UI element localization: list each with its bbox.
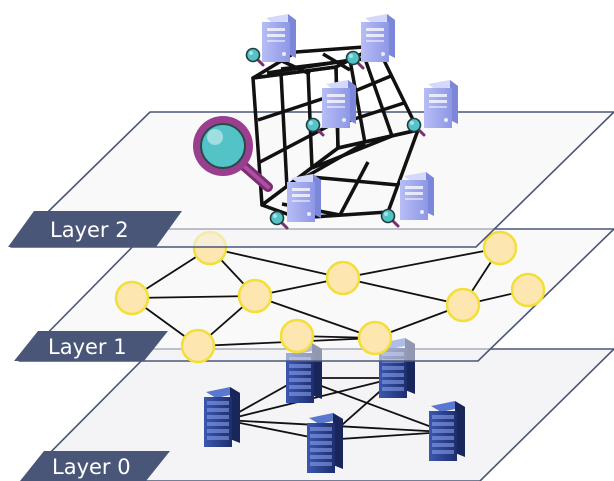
server-icon xyxy=(262,14,296,62)
network-node xyxy=(279,318,315,354)
layer-0-tag: Layer 0 xyxy=(20,451,170,481)
network-node xyxy=(180,328,216,364)
network-node xyxy=(445,287,481,323)
layer-1-label: Layer 1 xyxy=(48,335,127,359)
network-node xyxy=(237,278,273,314)
network-node xyxy=(325,260,361,296)
magnifier-badge-icon xyxy=(245,47,265,67)
network-node xyxy=(114,280,150,316)
server-icon xyxy=(361,14,395,62)
layer-2: Layer 2 xyxy=(8,14,614,248)
network-node xyxy=(510,272,546,308)
server-icon xyxy=(322,80,356,128)
network-node xyxy=(357,320,393,356)
layer-0-plane xyxy=(20,348,614,481)
server-icon xyxy=(424,80,458,128)
network-node xyxy=(482,230,518,266)
magnifying-glass-icon xyxy=(193,116,273,192)
layer-0-label: Layer 0 xyxy=(52,455,131,479)
layer-2-label: Layer 2 xyxy=(50,218,129,242)
layer-1-tag: Layer 1 xyxy=(14,331,168,361)
layer-1-nodes xyxy=(114,230,546,364)
layer-0: Layer 0 xyxy=(20,338,614,481)
layer-1-plane xyxy=(18,228,614,362)
layer-1: Layer 1 xyxy=(14,228,614,364)
layer-2-tag: Layer 2 xyxy=(8,211,182,247)
